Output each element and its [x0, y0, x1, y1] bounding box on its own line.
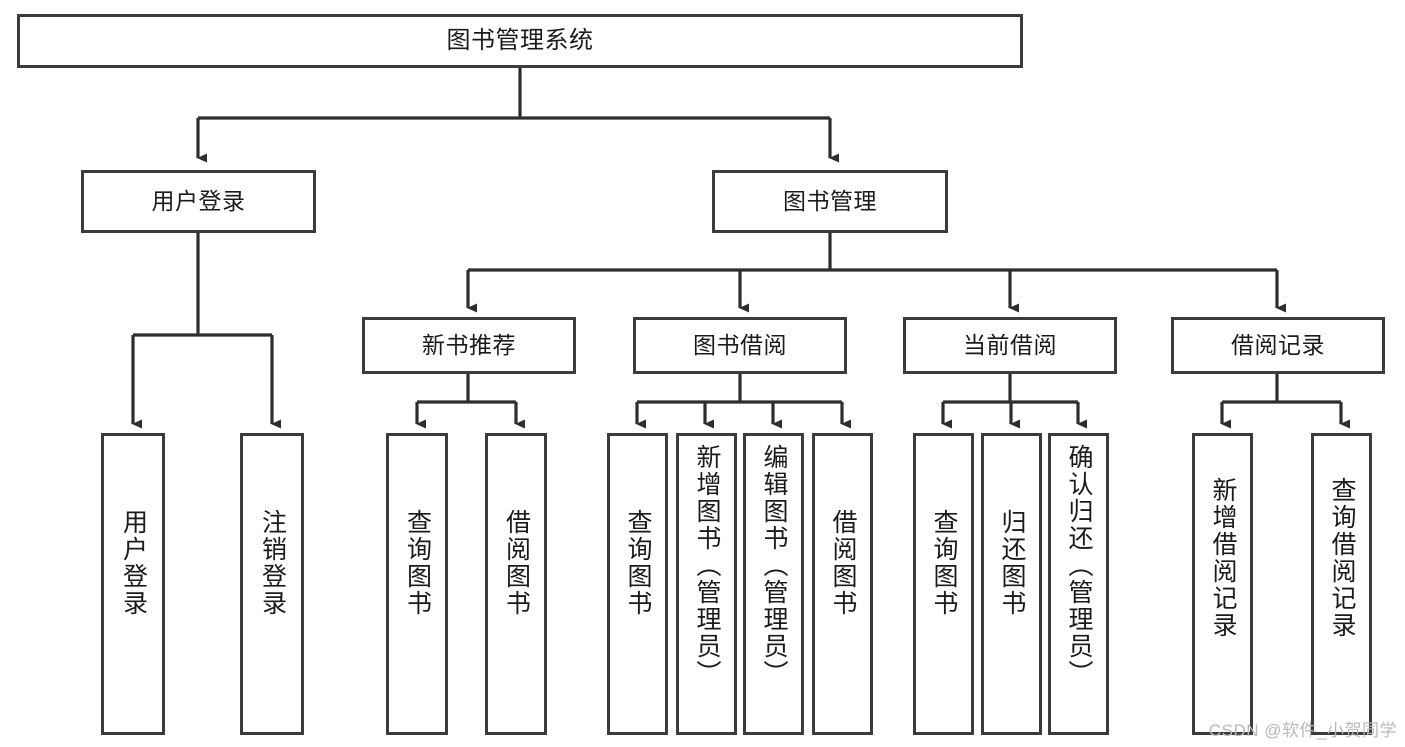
node-label: 查询图书 [624, 509, 652, 617]
leaf-user-login[interactable]: 用户登录 [101, 433, 165, 735]
node-label: 确认归还（管理员） [1065, 444, 1093, 687]
node-book-borrow[interactable]: 图书借阅 [633, 317, 847, 374]
leaf-query-book-current[interactable]: 查询图书 [913, 433, 974, 735]
node-label: 借阅图书 [502, 509, 531, 617]
node-label: 借阅图书 [829, 509, 857, 617]
node-root-book-management-system[interactable]: 图书管理系统 [17, 14, 1023, 68]
node-label: 查询图书 [403, 509, 432, 617]
leaf-query-borrow-record[interactable]: 查询借阅记录 [1311, 433, 1372, 735]
csdn-watermark: CSDN @软件_小贺同学 [1208, 721, 1397, 740]
node-label: 编辑图书（管理员） [760, 444, 788, 687]
node-current-borrow[interactable]: 当前借阅 [903, 317, 1117, 374]
leaf-query-book-recommend[interactable]: 查询图书 [386, 433, 448, 735]
node-label: 注销登录 [258, 509, 287, 617]
node-label: 借阅记录 [1231, 332, 1325, 359]
leaf-logout-login[interactable]: 注销登录 [240, 433, 304, 735]
leaf-confirm-return-admin[interactable]: 确认归还（管理员） [1048, 433, 1109, 735]
node-book-management[interactable]: 图书管理 [712, 170, 948, 233]
leaf-return-book[interactable]: 归还图书 [981, 433, 1042, 735]
node-label: 新书推荐 [422, 332, 516, 359]
leaf-add-book-admin[interactable]: 新增图书（管理员） [676, 433, 737, 735]
leaf-borrow-book-recommend[interactable]: 借阅图书 [485, 433, 547, 735]
node-label: 新增图书（管理员） [693, 444, 721, 687]
leaf-add-borrow-record[interactable]: 新增借阅记录 [1192, 433, 1253, 735]
node-label: 图书管理 [783, 188, 877, 215]
node-label: 用户登录 [119, 509, 148, 617]
node-label: 新增借阅记录 [1209, 477, 1237, 639]
node-borrow-record[interactable]: 借阅记录 [1171, 317, 1385, 374]
leaf-query-book-borrow[interactable]: 查询图书 [607, 433, 668, 735]
node-label: 图书借阅 [693, 332, 787, 359]
leaf-edit-book-admin[interactable]: 编辑图书（管理员） [743, 433, 804, 735]
node-label: 查询借阅记录 [1328, 477, 1356, 639]
node-label: 用户登录 [151, 188, 246, 215]
node-new-book-recommend[interactable]: 新书推荐 [362, 317, 576, 374]
node-label: 当前借阅 [963, 332, 1057, 359]
node-user-login[interactable]: 用户登录 [81, 170, 316, 233]
node-label: 查询图书 [930, 509, 958, 617]
node-label: 图书管理系统 [446, 27, 594, 55]
node-label: 归还图书 [998, 509, 1026, 617]
leaf-borrow-book-borrow[interactable]: 借阅图书 [812, 433, 873, 735]
